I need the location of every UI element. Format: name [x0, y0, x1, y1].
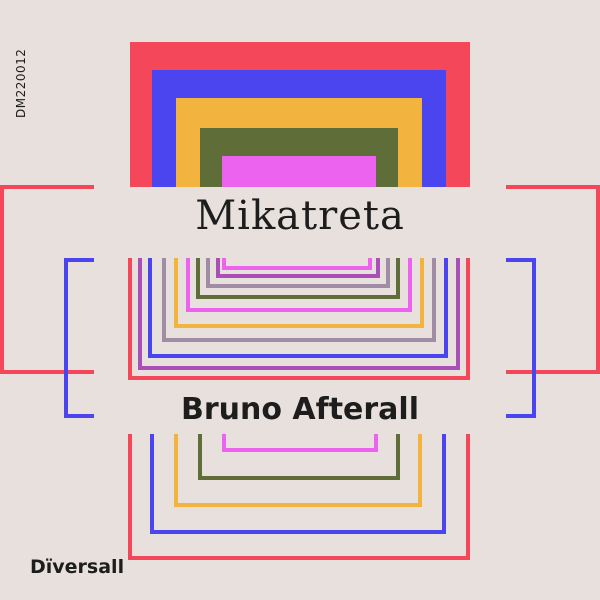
record-label: Dïversall — [30, 556, 125, 578]
top-arch — [130, 42, 470, 187]
brackets — [0, 185, 600, 418]
right-blue-bracket — [506, 258, 536, 418]
middle-arches — [128, 258, 470, 380]
left-red-bracket — [0, 185, 94, 374]
release-title: Mikatreta — [195, 193, 405, 239]
right-red-bracket — [506, 185, 600, 374]
catalog-number: DM220012 — [14, 48, 28, 118]
bottom-arches — [128, 434, 470, 560]
left-blue-bracket — [64, 258, 94, 418]
artist-name: Bruno Afterall — [181, 392, 419, 427]
